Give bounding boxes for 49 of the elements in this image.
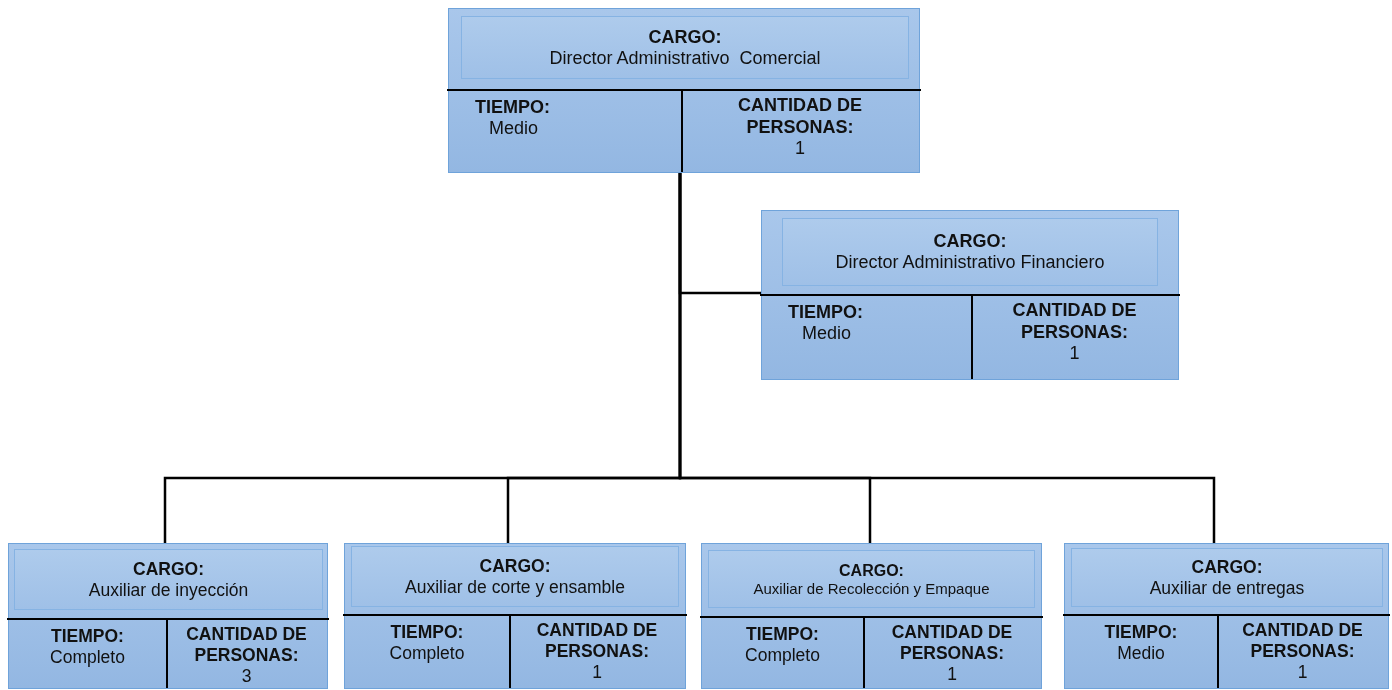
position-card bbox=[761, 210, 1179, 380]
job-title: Auxiliar de entregas bbox=[1149, 577, 1305, 599]
field-value: 1 bbox=[1297, 662, 1308, 683]
job-title-box bbox=[708, 550, 1035, 608]
field-value: 1 bbox=[947, 664, 957, 685]
field-label: CANTIDAD DE PERSONAS: bbox=[890, 622, 1014, 664]
connector-line bbox=[678, 173, 1216, 543]
field-value: Medio bbox=[1117, 643, 1165, 664]
position-card bbox=[448, 8, 920, 173]
field-label: TIEMPO: bbox=[51, 626, 124, 647]
job-title: Auxiliar de inyección bbox=[88, 579, 249, 601]
field-label: CARGO: bbox=[1191, 556, 1263, 578]
job-title-box bbox=[351, 546, 679, 607]
field-value: Completo bbox=[389, 643, 465, 664]
field-value: Medio bbox=[801, 323, 852, 344]
field-label: CANTIDAD DE PERSONAS: bbox=[1011, 300, 1138, 344]
field-label: TIEMPO: bbox=[746, 624, 819, 645]
position-card bbox=[344, 543, 686, 689]
field-label: CANTIDAD DE PERSONAS: bbox=[535, 620, 659, 662]
field-label: TIEMPO: bbox=[390, 622, 464, 643]
field-label: CANTIDAD DE PERSONAS: bbox=[185, 624, 308, 666]
job-title-box bbox=[1071, 548, 1383, 607]
field-label: CARGO: bbox=[133, 558, 204, 580]
position-card bbox=[1064, 543, 1389, 689]
field-label: CARGO: bbox=[648, 26, 722, 48]
field-label: TIEMPO: bbox=[1104, 622, 1178, 643]
field-label: CARGO: bbox=[479, 555, 551, 577]
job-title-box bbox=[782, 218, 1158, 286]
position-card bbox=[701, 543, 1042, 689]
field-value: 1 bbox=[795, 138, 805, 160]
field-label: CANTIDAD DE PERSONAS: bbox=[737, 95, 863, 139]
job-title: Auxiliar de Recolección y Empaque bbox=[753, 579, 990, 597]
job-title-box bbox=[14, 549, 323, 610]
field-value: 1 bbox=[592, 662, 602, 683]
field-value: 3 bbox=[241, 666, 252, 687]
field-label: TIEMPO: bbox=[788, 302, 863, 323]
field-value: Completo bbox=[745, 645, 820, 666]
position-card bbox=[8, 543, 328, 689]
field-value: 1 bbox=[1069, 343, 1080, 365]
field-label: TIEMPO: bbox=[475, 97, 550, 118]
field-label: CANTIDAD DE PERSONAS: bbox=[1241, 620, 1364, 662]
field-label: CARGO: bbox=[933, 231, 1007, 252]
field-label: CARGO: bbox=[839, 561, 904, 580]
field-value: Medio bbox=[488, 118, 539, 139]
job-title: Auxiliar de corte y ensamble bbox=[405, 576, 625, 598]
field-value: Completo bbox=[50, 647, 125, 668]
job-title: Director Administrativo Comercial bbox=[549, 47, 821, 69]
job-title-box bbox=[461, 16, 909, 79]
job-title: Director Administrativo Financiero bbox=[835, 252, 1105, 273]
